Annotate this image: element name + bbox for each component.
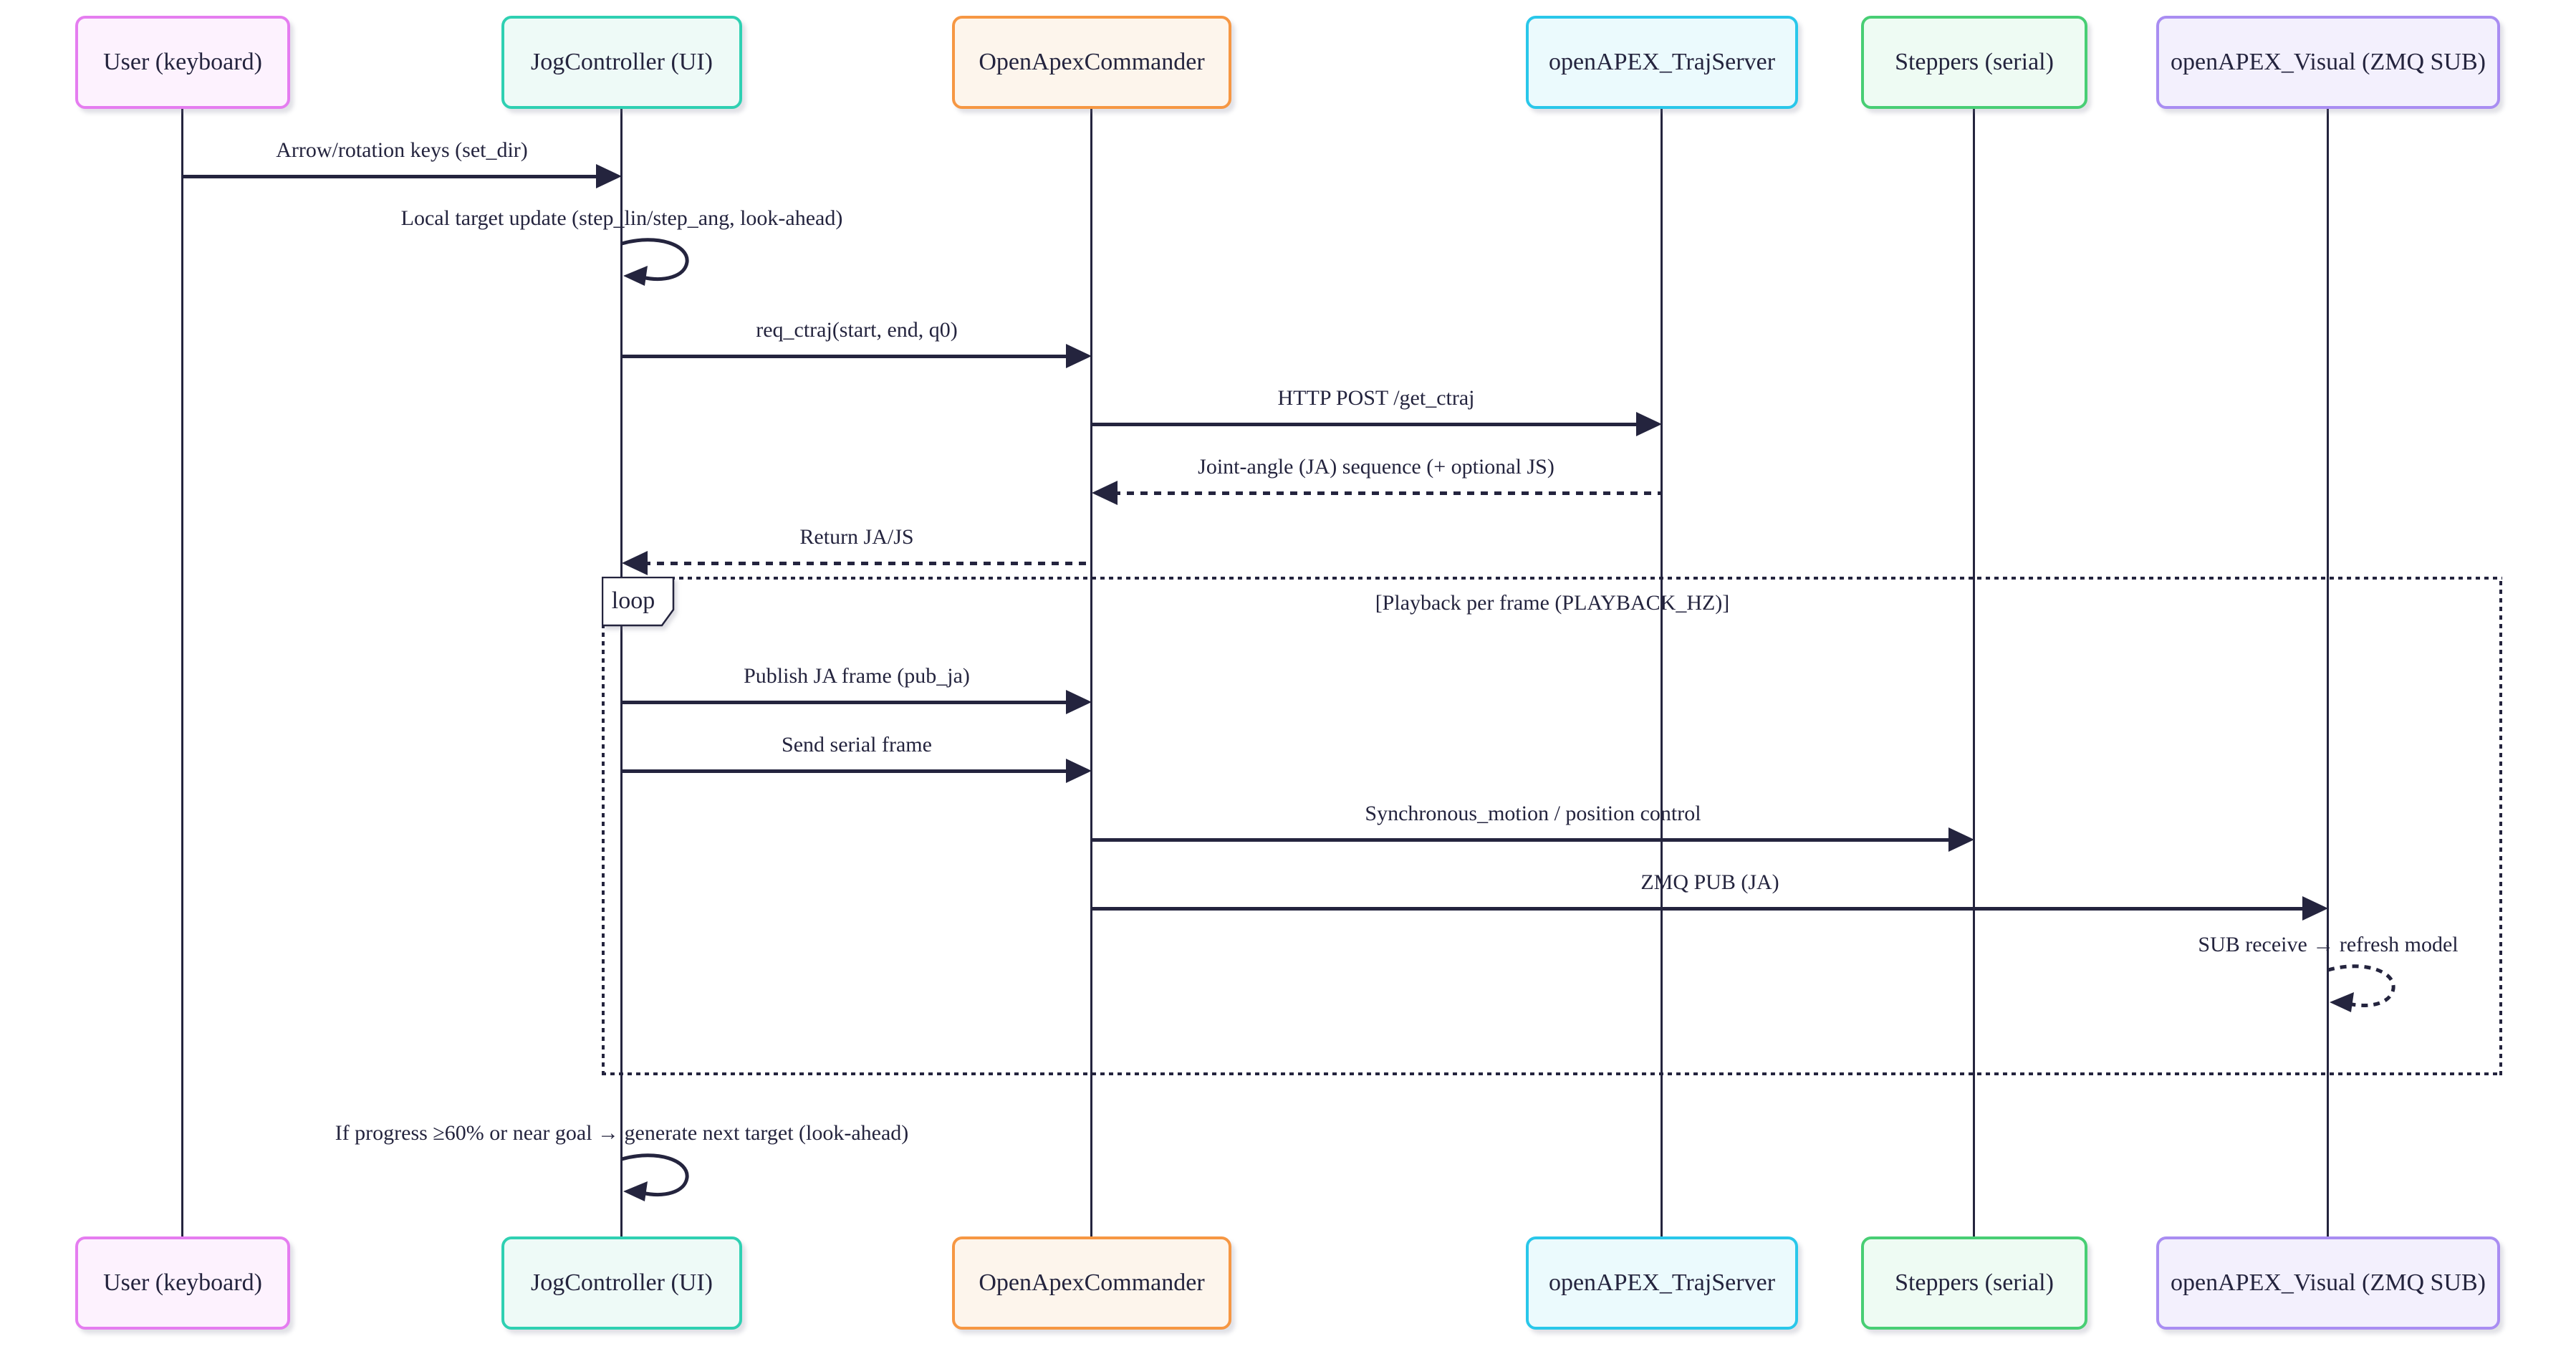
actor-label: Steppers (serial) bbox=[1895, 49, 2054, 75]
actor-label: User (keyboard) bbox=[103, 49, 262, 75]
loop-border bbox=[602, 577, 605, 1075]
lifeline-visual bbox=[2327, 109, 2329, 1236]
loop-border bbox=[602, 577, 2502, 580]
lifeline-trajserver bbox=[1661, 109, 1663, 1236]
message-label: Joint-angle (JA) sequence (+ optional JS… bbox=[1198, 455, 1554, 479]
message-label: Arrow/rotation keys (set_dir) bbox=[276, 138, 528, 162]
message-label: Publish JA frame (pub_ja) bbox=[744, 664, 970, 688]
arrowhead-right-icon bbox=[1948, 827, 1974, 852]
message-label: Synchronous_motion / position control bbox=[1365, 802, 1701, 825]
actor-bottom-visual: openAPEX_Visual (ZMQ SUB) bbox=[2156, 1236, 2500, 1330]
message-label: req_ctraj(start, end, q0) bbox=[756, 318, 958, 342]
message-line bbox=[1113, 491, 1661, 495]
loop-condition: [Playback per frame (PLAYBACK_HZ)] bbox=[1375, 591, 1730, 615]
actor-label: openAPEX_TrajServer bbox=[1548, 1269, 1776, 1296]
arrowhead-left-icon bbox=[1092, 481, 1118, 505]
actor-label: JogController (UI) bbox=[530, 1269, 713, 1296]
message-line bbox=[622, 355, 1069, 358]
self-loop-arrow-icon bbox=[621, 238, 689, 286]
actor-bottom-steppers: Steppers (serial) bbox=[1861, 1236, 2087, 1330]
arrowhead-left-icon bbox=[622, 551, 648, 575]
arrowhead-right-icon bbox=[596, 164, 622, 188]
message-label: HTTP POST /get_ctraj bbox=[1277, 386, 1475, 410]
actor-top-visual: openAPEX_Visual (ZMQ SUB) bbox=[2156, 16, 2500, 109]
loop-label: loop bbox=[611, 587, 655, 614]
arrowhead-right-icon bbox=[1066, 344, 1092, 368]
loop-frame bbox=[602, 577, 2502, 1075]
message-label: SUB receive → refresh model bbox=[2198, 933, 2459, 956]
arrowhead-right-icon bbox=[1066, 690, 1092, 714]
message-line bbox=[643, 562, 1090, 565]
actor-bottom-jog: JogController (UI) bbox=[501, 1236, 742, 1330]
self-loop-arrow-icon bbox=[2327, 964, 2395, 1012]
arrowhead-right-icon bbox=[1066, 759, 1092, 783]
actor-label: OpenApexCommander bbox=[979, 1269, 1205, 1296]
lifeline-steppers bbox=[1973, 109, 1975, 1236]
actor-label: openAPEX_TrajServer bbox=[1548, 49, 1776, 75]
lifeline-user bbox=[181, 109, 183, 1236]
message-label: If progress ≥60% or near goal → generate… bbox=[335, 1121, 909, 1145]
actor-top-commander: OpenApexCommander bbox=[952, 16, 1231, 109]
actor-bottom-commander: OpenApexCommander bbox=[952, 1236, 1231, 1330]
message-line bbox=[1092, 907, 2305, 911]
actor-label: openAPEX_Visual (ZMQ SUB) bbox=[2171, 49, 2486, 75]
actor-top-user: User (keyboard) bbox=[75, 16, 290, 109]
actor-label: JogController (UI) bbox=[530, 49, 713, 75]
lifeline-commander bbox=[1090, 109, 1092, 1236]
actor-top-jog: JogController (UI) bbox=[501, 16, 742, 109]
loop-label-tab bbox=[602, 577, 675, 627]
message-line bbox=[1092, 423, 1639, 426]
arrowhead-right-icon bbox=[2302, 896, 2328, 921]
self-loop-arrow-icon bbox=[621, 1153, 689, 1201]
actor-bottom-user: User (keyboard) bbox=[75, 1236, 290, 1330]
arrowhead-right-icon bbox=[1636, 412, 1662, 436]
message-label: Return JA/JS bbox=[799, 525, 914, 549]
actor-top-steppers: Steppers (serial) bbox=[1861, 16, 2087, 109]
actor-bottom-trajserver: openAPEX_TrajServer bbox=[1526, 1236, 1798, 1330]
message-line bbox=[622, 769, 1069, 773]
lifeline-jog bbox=[620, 109, 623, 1236]
loop-border bbox=[2499, 577, 2502, 1075]
message-line bbox=[1092, 838, 1951, 842]
actor-label: User (keyboard) bbox=[103, 1269, 262, 1296]
actor-label: Steppers (serial) bbox=[1895, 1269, 2054, 1296]
message-line bbox=[183, 175, 599, 178]
actor-label: openAPEX_Visual (ZMQ SUB) bbox=[2171, 1269, 2486, 1296]
message-line bbox=[622, 701, 1069, 704]
actor-top-trajserver: openAPEX_TrajServer bbox=[1526, 16, 1798, 109]
actor-label: OpenApexCommander bbox=[979, 49, 1205, 75]
loop-border bbox=[602, 1072, 2502, 1075]
message-label: ZMQ PUB (JA) bbox=[1640, 870, 1779, 894]
message-label: Send serial frame bbox=[782, 733, 932, 757]
message-label: Local target update (step_lin/step_ang, … bbox=[400, 206, 843, 230]
